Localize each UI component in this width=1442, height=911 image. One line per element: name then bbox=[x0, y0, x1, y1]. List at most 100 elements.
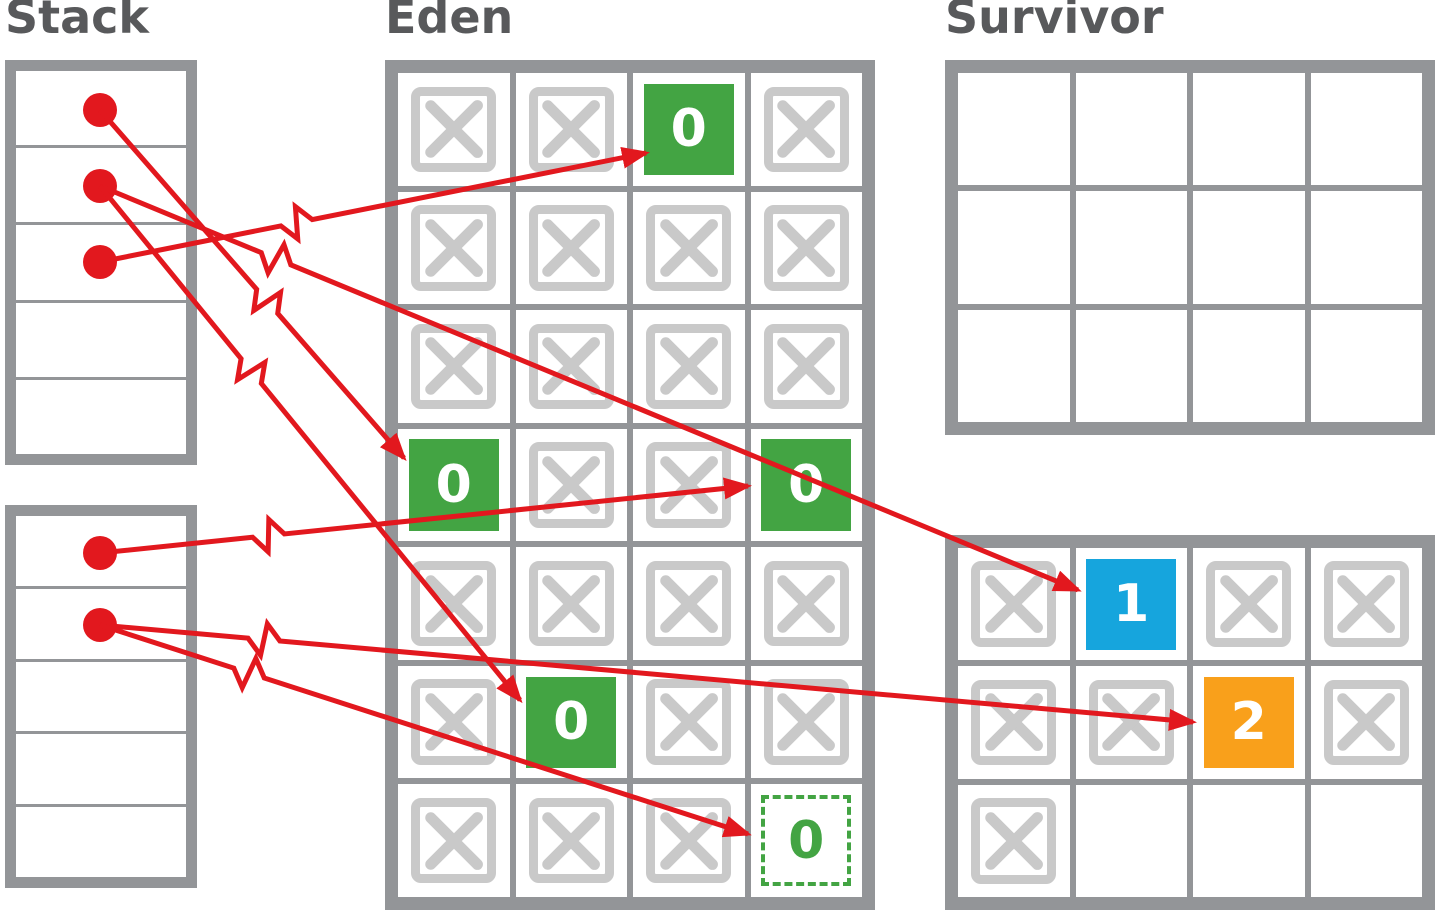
dead-object-x-icon bbox=[971, 798, 1057, 884]
survivor-top-cell-r3c1 bbox=[958, 309, 1070, 422]
stack-top-slot-3 bbox=[16, 225, 186, 300]
survivor-bottom-cell-r3c4 bbox=[1310, 784, 1422, 897]
survivor-bottom-cell-r2c4 bbox=[1310, 666, 1422, 779]
survivor-top-cell-r2c1 bbox=[958, 191, 1070, 304]
dead-object-x-icon bbox=[646, 323, 732, 410]
live-object-age-0: 0 bbox=[643, 83, 734, 175]
survivor-top-cell-r1c2 bbox=[1075, 73, 1187, 186]
eden-cell-r7c2 bbox=[515, 784, 627, 897]
eden-cell-r5c4 bbox=[750, 547, 862, 660]
eden-cell-r4c3 bbox=[633, 428, 745, 542]
dead-object-x-icon bbox=[528, 205, 614, 291]
dead-object-x-icon bbox=[971, 679, 1057, 766]
eden-cell-r6c3 bbox=[633, 665, 745, 779]
dead-object-x-icon bbox=[763, 560, 849, 647]
eden-cell-r1c3: 0 bbox=[633, 73, 745, 186]
eden-cell-r5c1 bbox=[398, 547, 510, 660]
eden-cell-r1c2 bbox=[515, 73, 627, 186]
survivor-bottom-cell-r1c1 bbox=[958, 548, 1070, 661]
eden-cell-r7c1 bbox=[398, 784, 510, 897]
eden-cell-r6c4 bbox=[750, 665, 862, 779]
dead-object-x-icon bbox=[411, 797, 497, 884]
survivor-top-cell-r1c3 bbox=[1193, 73, 1305, 186]
dead-object-x-icon bbox=[528, 797, 614, 884]
survivor-top-cell-r2c3 bbox=[1193, 191, 1305, 304]
dead-object-x-icon bbox=[646, 205, 732, 291]
dead-object-x-icon bbox=[763, 86, 849, 173]
dead-object-x-icon bbox=[411, 86, 497, 173]
survivor-top-cell-r3c4 bbox=[1310, 309, 1422, 422]
stack-bottom-slot-4 bbox=[16, 734, 186, 805]
dead-object-x-icon bbox=[763, 679, 849, 765]
stack-top-slot-4 bbox=[16, 302, 186, 377]
survivor-bottom-cell-r3c2 bbox=[1075, 784, 1187, 897]
survivor-bottom-cell-r2c2 bbox=[1075, 666, 1187, 779]
live-object-age-2: 2 bbox=[1203, 677, 1294, 768]
dead-object-x-icon bbox=[528, 323, 614, 410]
eden-cell-r3c2 bbox=[515, 310, 627, 423]
survivor-bottom-cell-r2c3: 2 bbox=[1193, 666, 1305, 779]
live-object-age-1: 1 bbox=[1086, 558, 1177, 650]
dead-object-x-icon bbox=[1323, 561, 1409, 647]
dead-object-x-icon bbox=[411, 560, 497, 647]
survivor-bottom-cell-r1c3 bbox=[1193, 548, 1305, 661]
survivor-bottom-cell-r3c3 bbox=[1193, 784, 1305, 897]
eden-cell-r4c2 bbox=[515, 428, 627, 542]
eden-cell-r7c4: 0 bbox=[750, 784, 862, 897]
stack-bottom-slot-3 bbox=[16, 661, 186, 732]
survivor-top-cell-r2c4 bbox=[1310, 191, 1422, 304]
survivor-bottom-cell-r1c4 bbox=[1310, 548, 1422, 661]
survivor-top-grid bbox=[945, 60, 1435, 435]
eden-cell-r4c1: 0 bbox=[398, 428, 510, 542]
eden-cell-r3c1 bbox=[398, 310, 510, 423]
survivor-bottom-cell-r3c1 bbox=[958, 784, 1070, 897]
eden-cell-r6c1 bbox=[398, 665, 510, 779]
stack-top-slot-2 bbox=[16, 148, 186, 223]
live-object-age-0: 0 bbox=[526, 676, 617, 768]
eden-cell-r3c4 bbox=[750, 310, 862, 423]
survivor-top-cell-r3c3 bbox=[1193, 309, 1305, 422]
dead-object-x-icon bbox=[646, 560, 732, 647]
live-object-age-0: 0 bbox=[761, 439, 852, 531]
eden-cell-r2c1 bbox=[398, 191, 510, 305]
eden-cell-r5c3 bbox=[633, 547, 745, 660]
stack-bottom-slot-2 bbox=[16, 588, 186, 659]
eden-cell-r7c3 bbox=[633, 784, 745, 897]
eden-cell-r1c4 bbox=[750, 73, 862, 186]
dead-object-x-icon bbox=[411, 323, 497, 410]
dead-object-x-icon bbox=[646, 797, 732, 884]
eden-grid: 0 0 0 0 0 bbox=[385, 60, 875, 910]
dead-object-x-icon bbox=[1323, 679, 1409, 766]
stack-bottom-slot-1 bbox=[16, 516, 186, 586]
stack-frame-top bbox=[5, 60, 197, 465]
eden-cell-r5c2 bbox=[515, 547, 627, 660]
dead-object-x-icon bbox=[411, 679, 497, 765]
stack-top-slot-1 bbox=[16, 71, 186, 146]
eden-cell-r2c4 bbox=[750, 191, 862, 305]
stack-title: Stack bbox=[5, 0, 150, 44]
dead-object-x-icon bbox=[1088, 679, 1174, 766]
dead-object-x-icon bbox=[1206, 561, 1292, 647]
eden-cell-r4c4: 0 bbox=[750, 428, 862, 542]
eden-cell-r2c3 bbox=[633, 191, 745, 305]
dead-object-x-icon bbox=[646, 679, 732, 765]
survivor-top-cell-r2c2 bbox=[1075, 191, 1187, 304]
eden-title: Eden bbox=[385, 0, 514, 44]
dead-object-x-icon bbox=[646, 442, 732, 528]
stack-bottom-slot-5 bbox=[16, 807, 186, 877]
eden-cell-r3c3 bbox=[633, 310, 745, 423]
survivor-bottom-cell-r1c2: 1 bbox=[1075, 548, 1187, 661]
stack-frame-bottom bbox=[5, 505, 197, 888]
survivor-top-cell-r1c4 bbox=[1310, 73, 1422, 186]
live-object-age-0: 0 bbox=[408, 439, 499, 531]
dead-object-x-icon bbox=[411, 205, 497, 291]
dead-object-x-icon bbox=[763, 323, 849, 410]
dead-object-x-icon bbox=[528, 560, 614, 647]
survivor-top-cell-r1c1 bbox=[958, 73, 1070, 186]
eden-cell-r6c2: 0 bbox=[515, 665, 627, 779]
survivor-top-cell-r3c2 bbox=[1075, 309, 1187, 422]
dead-object-x-icon bbox=[971, 561, 1057, 647]
stack-top-slot-5 bbox=[16, 379, 186, 454]
